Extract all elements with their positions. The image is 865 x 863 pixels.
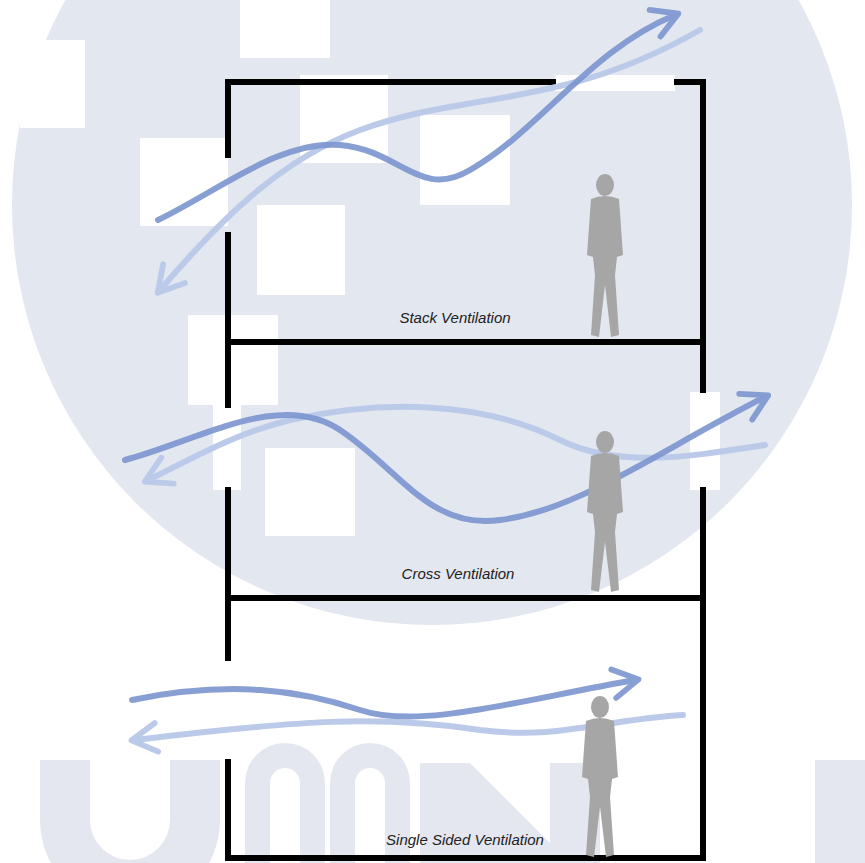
airflow-arrows [125, 15, 765, 740]
room-label: Stack Ventilation [399, 309, 510, 326]
person-silhouette [582, 174, 623, 857]
room-label: Single Sided Ventilation [386, 831, 544, 848]
watermark [12, 0, 865, 863]
room-label: Cross Ventilation [402, 565, 515, 582]
